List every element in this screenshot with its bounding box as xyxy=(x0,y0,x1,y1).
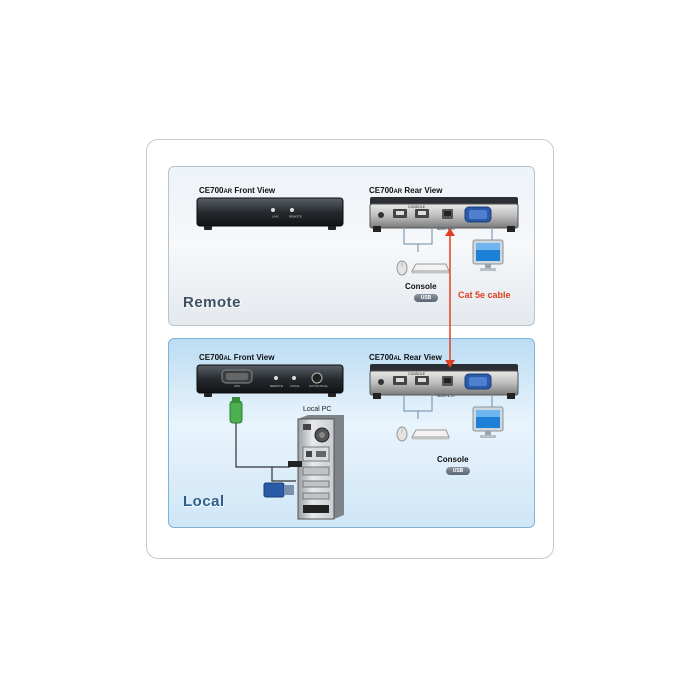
local-rear-port-label-remote-io-wrap: REMOTE I/O xyxy=(437,394,455,398)
local-front-port-label-local: LOCAL xyxy=(290,384,300,388)
local-front-port-labels: CPU REMOTE LOCAL AUTO/LOCAL xyxy=(234,384,328,388)
local-front-port-label-cpu: CPU xyxy=(234,384,240,388)
arrow-up-icon xyxy=(445,228,455,236)
local-front-view-title: CE700AL Front View xyxy=(199,353,275,362)
arrow-down-icon xyxy=(445,360,455,368)
cat5e-cable-label: Cat 5e cable xyxy=(458,290,511,300)
remote-rear-view-title: CE700AR Rear View xyxy=(369,186,443,195)
local-console-label: Console xyxy=(437,455,469,464)
local-rear-port-label-console: CONSOLE xyxy=(408,372,426,376)
remote-rear-port-label-console: CONSOLE xyxy=(408,205,426,209)
remote-front-view-title: CE700AR Front View xyxy=(199,186,276,195)
remote-front-port-label-remote: REMOTE xyxy=(289,215,302,219)
remote-rear-port-label-remote-io-wrap: REMOTE I/O xyxy=(437,227,455,231)
remote-power-jack-icon xyxy=(378,212,384,218)
remote-rear-port-labels: CONSOLE xyxy=(408,205,426,209)
local-monitor-icon xyxy=(472,406,504,438)
remote-front-port-label-link: LINK xyxy=(272,215,279,219)
local-rear-port-label-remote-io: REMOTE I/O xyxy=(437,394,455,398)
local-front-port-label-remote: REMOTE xyxy=(270,384,283,388)
local-front-device xyxy=(196,364,344,397)
local-rear-device xyxy=(369,364,519,399)
remote-rear-device xyxy=(369,197,519,232)
cat5e-cable-arrow xyxy=(445,228,455,368)
remote-mouse-keyboard-icon xyxy=(396,260,450,276)
local-rear-view-title: CE700AL Rear View xyxy=(369,353,442,362)
remote-panel-label: Remote xyxy=(183,294,242,311)
local-front-port-label-auto-local: AUTO/LOCAL xyxy=(309,384,328,388)
remote-usb-badge: USB xyxy=(414,294,438,302)
remote-monitor-icon xyxy=(472,239,504,271)
local-pc-tower-icon xyxy=(297,415,344,520)
local-kvm-cable xyxy=(229,397,302,498)
remote-console-wiring xyxy=(403,226,493,252)
remote-console-label: Console xyxy=(405,282,437,291)
local-panel-label: Local xyxy=(183,493,225,510)
remote-front-port-labels: LINK REMOTE xyxy=(272,215,302,219)
local-console-wiring xyxy=(403,393,493,419)
local-rear-port-labels: CONSOLE xyxy=(408,372,426,376)
local-mouse-keyboard-icon xyxy=(396,426,450,442)
remote-front-device xyxy=(196,197,344,230)
local-usb-badge: USB xyxy=(446,467,470,475)
remote-rear-port-label-remote-io: REMOTE I/O xyxy=(437,227,455,231)
local-pc-label: Local PC xyxy=(303,406,332,413)
